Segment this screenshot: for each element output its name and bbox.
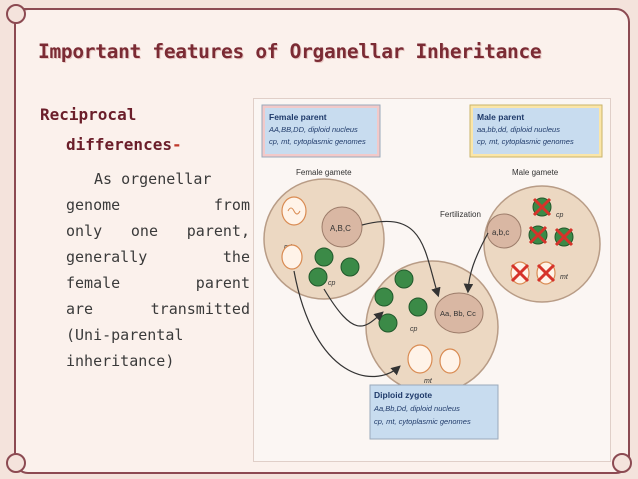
section-heading: Reciprocal differences- (40, 100, 250, 160)
body-line: only one parent, (66, 222, 250, 240)
male-nucleus-label: a,b,c (492, 228, 509, 237)
male-mt-label: mt (560, 274, 569, 281)
male-gamete-cell: a,b,c cp mt (483, 185, 601, 303)
cross-icon (532, 197, 552, 217)
diagram-svg: Female parent AA,BB,DD, diploid nucleus … (261, 104, 603, 440)
zygote-nucleus (434, 292, 484, 334)
arrow-cp-to-zygote (323, 288, 384, 327)
body-line: (Uni-parental (66, 326, 184, 344)
body-line: inheritance) (66, 352, 175, 370)
female-gamete-cell: A,B,C mt cp (263, 178, 385, 300)
chloroplast-icon (408, 297, 428, 317)
frame-top-border (24, 8, 604, 9)
cross-icon (536, 263, 556, 283)
zygote-nucleus-label: Aa, Bb, Cc (440, 309, 476, 318)
male-parent-cytoplasm: cp, mt, cytoplasmic genomes (477, 137, 574, 146)
zygote-nucleus-text: Aa,Bb,Dd, diploid nucleus (373, 404, 460, 413)
female-parent-title: Female parent (269, 112, 327, 122)
mitochondrion-icon (281, 244, 303, 270)
chloroplast-icon (340, 257, 360, 277)
female-parent-nucleus: AA,BB,DD, diploid nucleus (268, 125, 358, 134)
chloroplast-icon (378, 313, 398, 333)
arrow-male-nucleus-to-zygote (463, 232, 489, 294)
zygote-cp-label: cp (410, 326, 418, 333)
arrow-female-nucleus-to-zygote (361, 220, 441, 298)
scroll-curl-bottom-left (6, 453, 26, 473)
female-parent-box: Female parent AA,BB,DD, diploid nucleus … (261, 104, 381, 158)
zygote-mt-label: mt (424, 378, 433, 385)
chloroplast-icon (314, 247, 334, 267)
male-parent-nucleus: aa,bb,dd, diploid nucleus (477, 125, 560, 134)
chloroplast-icon (308, 267, 328, 287)
cross-icon (554, 227, 574, 247)
scroll-curl-top-left (6, 4, 26, 24)
zygote-cell: Aa, Bb, Cc cp mt (365, 260, 499, 394)
female-nucleus (321, 206, 363, 248)
body-line: genome from (66, 196, 250, 214)
female-nucleus-label: A,B,C (330, 224, 351, 233)
mitochondrion-icon (439, 348, 461, 374)
male-cp-label: cp (556, 212, 564, 219)
heading-line-2: differences- (40, 130, 250, 160)
heading-line-1: Reciprocal (40, 105, 137, 124)
body-line: are transmitted (66, 300, 250, 318)
female-gamete-label: Female gamete (296, 168, 352, 177)
inheritance-diagram: Female parent AA,BB,DD, diploid nucleus … (253, 98, 611, 462)
body-line: female parent (66, 274, 250, 292)
female-parent-cytoplasm: cp, mt, cytoplasmic genomes (269, 137, 366, 146)
body-line: As orgenellar (94, 170, 212, 188)
body-line: generally the (66, 248, 250, 266)
arrow-mt-to-zygote (293, 270, 401, 378)
female-cp-label: cp (328, 280, 336, 287)
male-gamete-label: Male gamete (512, 168, 559, 177)
scroll-curl-bottom-right (612, 453, 632, 473)
heading-dash: - (171, 135, 182, 154)
male-parent-box: Male parent aa,bb,dd, diploid nucleus cp… (469, 104, 603, 158)
fertilization-label: Fertilization (440, 210, 481, 219)
chloroplast-icon (394, 269, 414, 289)
slide-title: Important features of Organellar Inherit… (38, 40, 542, 63)
zygote-title: Diploid zygote (374, 390, 432, 400)
chloroplast-icon (374, 287, 394, 307)
cross-icon (528, 225, 548, 245)
body-paragraph: As orgenellar genome from only one paren… (66, 166, 250, 374)
diploid-zygote-box: Diploid zygote Aa,Bb,Dd, diploid nucleus… (369, 384, 499, 440)
male-parent-title: Male parent (477, 112, 524, 122)
zygote-cytoplasm-text: cp, mt, cytoplasmic genomes (374, 417, 471, 426)
heading-line-2-text: differences (66, 135, 172, 154)
mitochondrion-icon (407, 344, 433, 374)
cross-icon (510, 263, 530, 283)
male-nucleus (486, 213, 522, 249)
